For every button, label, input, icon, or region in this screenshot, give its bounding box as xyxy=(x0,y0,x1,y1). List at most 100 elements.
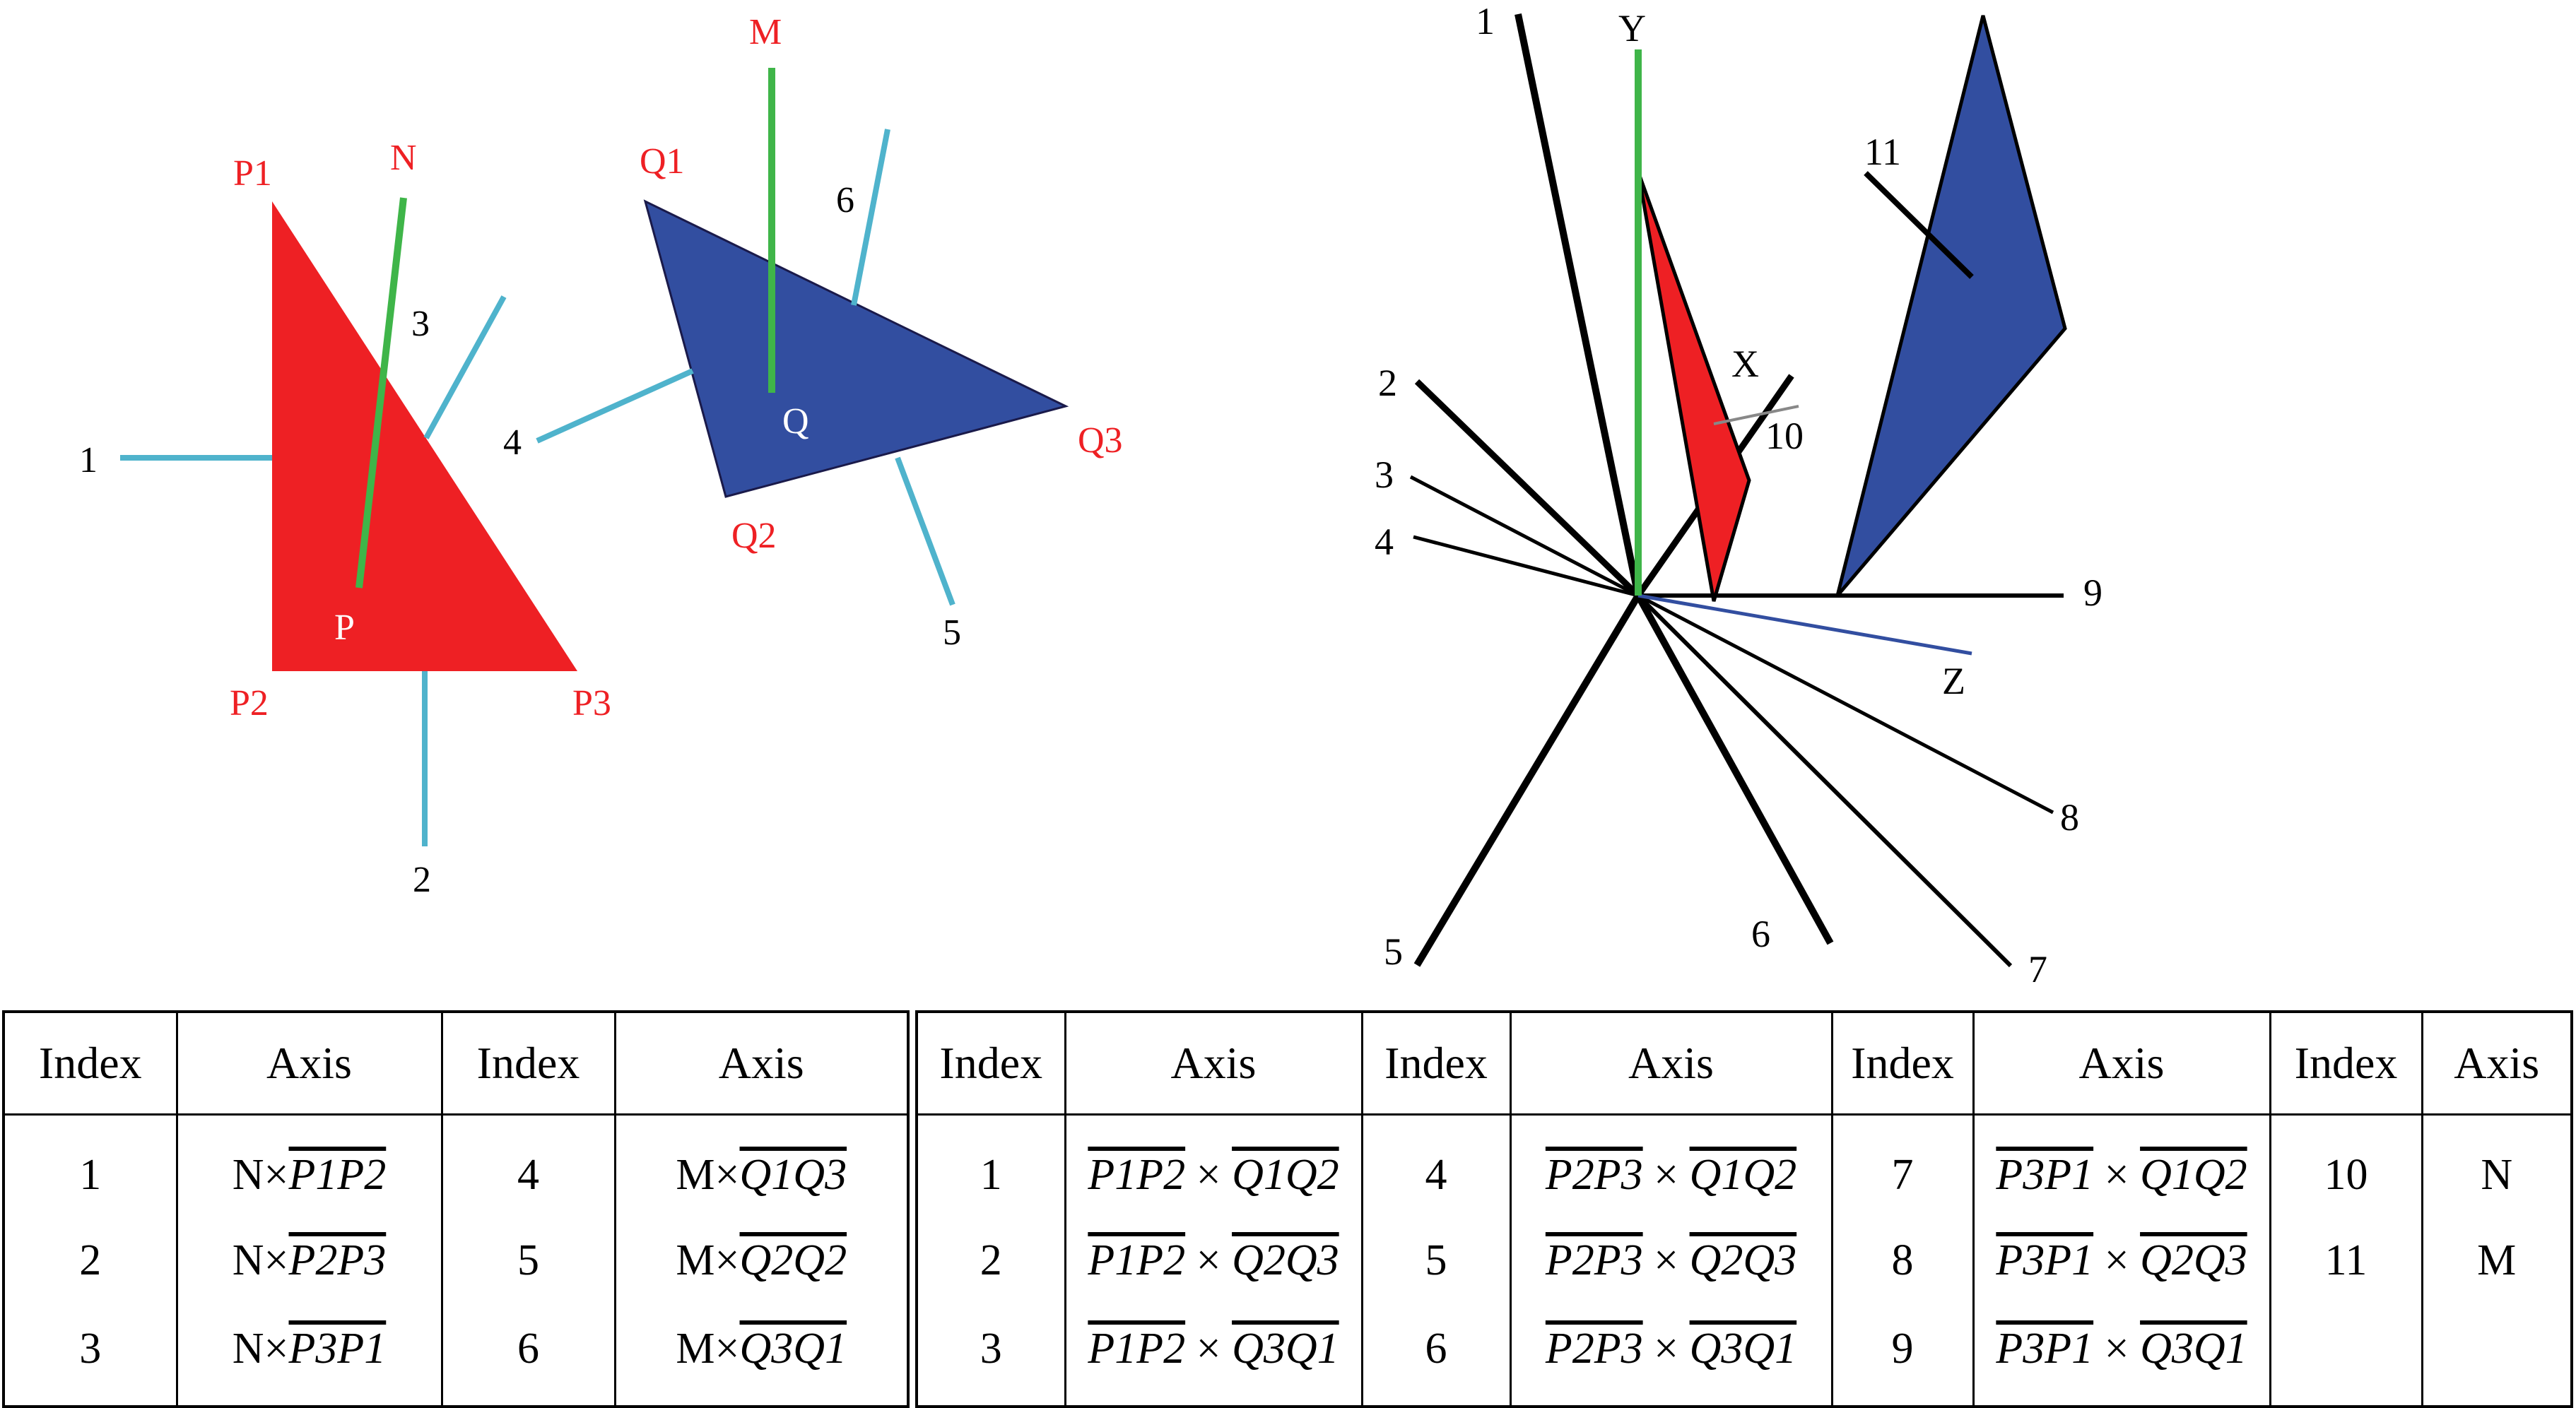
header-index: Index xyxy=(440,1012,616,1116)
axis-cell: N×P1P2 xyxy=(175,1114,443,1219)
index-cell: 2 xyxy=(915,1219,1066,1302)
cross-operator: × xyxy=(1196,1236,1221,1284)
index-cell: 3 xyxy=(2,1302,178,1407)
axis-cell xyxy=(2421,1302,2573,1407)
vector-b: Q2Q3 xyxy=(1232,1236,1339,1284)
axis-line-r1 xyxy=(1515,13,1642,597)
header-axis: Axis xyxy=(1509,1012,1833,1116)
axis-cell: N xyxy=(2421,1114,2573,1219)
axis-cell: M xyxy=(2421,1219,2573,1302)
label-z: Z xyxy=(1942,660,1965,702)
index-cell: 4 xyxy=(1360,1114,1512,1219)
vector-b: Q1Q2 xyxy=(1232,1151,1339,1199)
vector-a: P1P2 xyxy=(1088,1151,1185,1199)
axis-cell: P2P3 × Q1Q2 xyxy=(1509,1114,1833,1219)
table-row: 1 N×P1P2 4 M×Q1Q3 xyxy=(2,1114,910,1219)
label-axis-1: 1 xyxy=(79,440,98,480)
label-r11: 11 xyxy=(1864,131,1901,173)
header-index: Index xyxy=(2269,1012,2423,1116)
vector-b: Q1Q2 xyxy=(1690,1151,1797,1199)
table-row: 1 P1P2 × Q1Q2 4 P2P3 × Q1Q2 7 P3P1 × Q1Q… xyxy=(915,1114,2573,1219)
cross-operator: × xyxy=(1654,1150,1679,1199)
vector-b: Q3Q1 xyxy=(1690,1325,1797,1373)
header-axis: Axis xyxy=(613,1012,910,1116)
operator: M× xyxy=(676,1324,740,1373)
label-y: Y xyxy=(1618,7,1646,49)
header-axis: Axis xyxy=(1972,1012,2271,1116)
axis-cell: P3P1 × Q2Q3 xyxy=(1972,1219,2271,1302)
operator: N× xyxy=(232,1324,289,1373)
plane-red xyxy=(1636,171,1751,602)
plane-blue xyxy=(1835,15,2067,597)
cross-operator: × xyxy=(2104,1236,2129,1284)
header-axis: Axis xyxy=(2421,1012,2573,1116)
index-cell: 11 xyxy=(2269,1219,2423,1302)
axis-cell: P1P2 × Q3Q1 xyxy=(1064,1302,1363,1407)
axis-cell: P3P1 × Q3Q1 xyxy=(1972,1302,2271,1407)
index-cell: 9 xyxy=(1830,1302,1975,1407)
right-diagram: 1 2 3 4 5 6 7 8 9 10 11 X Y Z xyxy=(1375,0,2102,990)
label-n: N xyxy=(390,138,417,178)
cross-operator: × xyxy=(2104,1324,2129,1373)
label-r6: 6 xyxy=(1751,913,1770,955)
axis-line-r4 xyxy=(1413,535,1639,598)
cross-operator: × xyxy=(1196,1150,1221,1199)
axis-line-r6 xyxy=(1635,593,1834,945)
vector-a: P3P1 xyxy=(1996,1236,2093,1284)
index-cell: 6 xyxy=(440,1302,616,1407)
axis-cell: M×Q2Q2 xyxy=(613,1219,910,1302)
vector: P2P3 xyxy=(289,1236,387,1284)
axis-line-z xyxy=(1637,593,1972,656)
index-cell: 1 xyxy=(915,1114,1066,1219)
axis-table-right: Index Axis Index Axis Index Axis Index A… xyxy=(915,1010,2573,1408)
index-cell: 6 xyxy=(1360,1302,1512,1407)
table-row: 2 N×P2P3 5 M×Q2Q2 xyxy=(2,1219,910,1302)
label-r7: 7 xyxy=(2028,948,2047,990)
vector-a: P2P3 xyxy=(1546,1236,1643,1284)
axis-line-r11 xyxy=(1864,171,1974,279)
label-p1: P1 xyxy=(233,153,272,194)
label-q1: Q1 xyxy=(640,141,685,182)
axis-line-r7 xyxy=(1636,593,2013,968)
vector-b: Q3Q1 xyxy=(2140,1325,2247,1373)
label-r10: 10 xyxy=(1765,415,1804,457)
label-axis-4: 4 xyxy=(503,422,522,463)
axis-line-r8 xyxy=(1637,593,2054,815)
header-index: Index xyxy=(2,1012,178,1116)
axis-line-5 xyxy=(895,456,955,606)
axis-line-4 xyxy=(536,368,694,444)
table-row: 3 N×P3P1 6 M×Q3Q1 xyxy=(2,1302,910,1407)
label-x: X xyxy=(1731,343,1759,385)
axis-line-r10 xyxy=(1713,405,1799,425)
index-cell: 1 xyxy=(2,1114,178,1219)
index-cell: 3 xyxy=(915,1302,1066,1407)
vector-b: Q1Q2 xyxy=(2140,1151,2247,1199)
table-row: 2 P1P2 × Q2Q3 5 P2P3 × Q2Q3 8 P3P1 × Q2Q… xyxy=(915,1219,2573,1302)
axis-cell: M×Q3Q1 xyxy=(613,1302,910,1407)
label-r2: 2 xyxy=(1378,362,1397,404)
index-cell: 2 xyxy=(2,1219,178,1302)
vector-b: Q2Q3 xyxy=(2140,1236,2247,1284)
table-header-row: Index Axis Index Axis Index Axis Index A… xyxy=(915,1012,2573,1116)
axis-line-r3 xyxy=(1409,475,1640,598)
label-p2: P2 xyxy=(230,683,269,723)
label-q2: Q2 xyxy=(731,516,777,556)
axis-cell: P3P1 × Q1Q2 xyxy=(1972,1114,2271,1219)
vector: Q1Q3 xyxy=(740,1151,847,1199)
vector-a: P3P1 xyxy=(1996,1151,2093,1199)
vector-a: P3P1 xyxy=(1996,1325,2093,1373)
vector-a: P2P3 xyxy=(1546,1151,1643,1199)
vector-b: Q2Q3 xyxy=(1690,1236,1797,1284)
label-axis-6: 6 xyxy=(836,180,854,220)
vector: P1P2 xyxy=(289,1151,387,1199)
label-p3: P3 xyxy=(572,683,611,723)
vector: Q2Q2 xyxy=(740,1236,847,1284)
label-q-center: Q xyxy=(782,401,809,442)
operator: M× xyxy=(676,1236,740,1284)
axis-table-left: Index Axis Index Axis 1 N×P1P2 4 M×Q1Q3 … xyxy=(2,1010,910,1408)
cross-operator: × xyxy=(1654,1324,1679,1373)
cross-operator: × xyxy=(1654,1236,1679,1284)
label-axis-2: 2 xyxy=(413,860,431,900)
vector-a: P2P3 xyxy=(1546,1325,1643,1373)
axis-cell: P1P2 × Q1Q2 xyxy=(1064,1114,1363,1219)
